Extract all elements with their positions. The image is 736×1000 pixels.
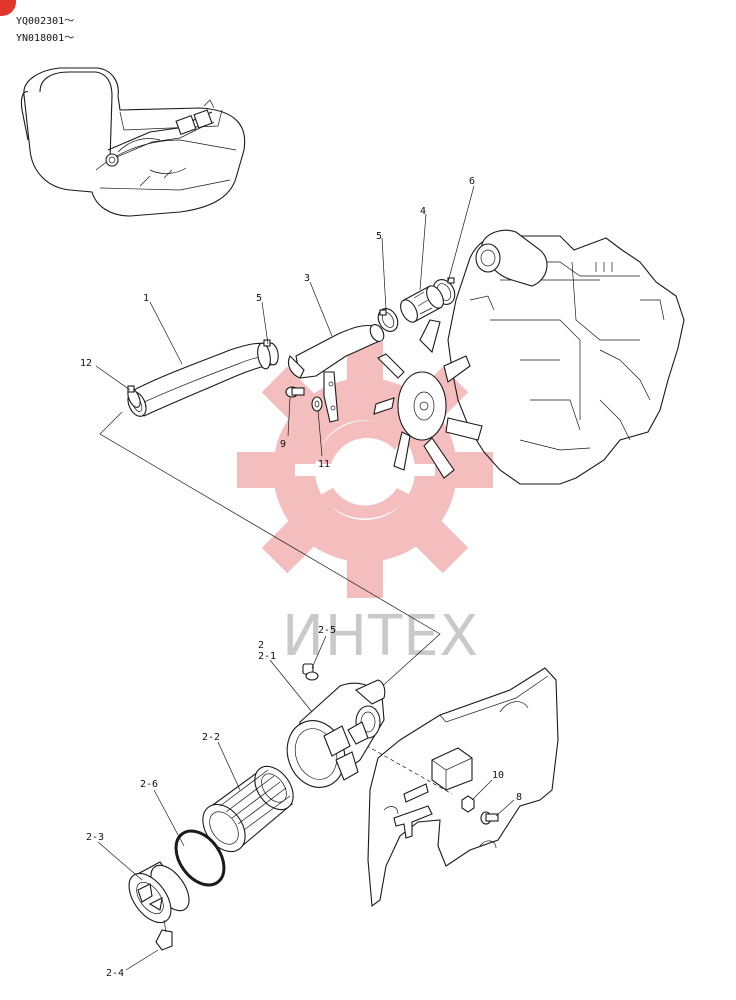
assembly-relation-line (99, 411, 441, 691)
watermark-text: ИНТЕХ (282, 604, 479, 669)
engine-assembly (447, 229, 685, 485)
rubber-hose-4 (400, 285, 444, 323)
callout-2-4: 2-4 (106, 968, 124, 979)
callout-8: 8 (516, 792, 522, 803)
leader-lines (95, 185, 515, 971)
callout-9: 9 (280, 439, 286, 450)
callout-5-lower: 5 (256, 293, 262, 304)
intake-pipe-3 (287, 324, 385, 423)
machine-overview-thumbnail (20, 67, 246, 217)
callout-11: 11 (318, 459, 330, 470)
callout-10: 10 (492, 770, 504, 781)
callout-1: 1 (143, 293, 149, 304)
bolt-8 (480, 811, 499, 825)
hose-clamp-5-upper (377, 308, 399, 332)
callout-6: 6 (469, 176, 475, 187)
callout-5-upper: 5 (376, 231, 382, 242)
hose-clamp-5-lower (257, 339, 271, 370)
washer-11 (311, 396, 323, 412)
cooling-fan (373, 319, 483, 479)
end-cover-2-3 (128, 861, 190, 924)
callout-2-3: 2-3 (86, 832, 104, 843)
nut-10 (461, 795, 475, 813)
serial-range-2: YN018001～ (16, 33, 74, 44)
filter-element-2-2 (202, 765, 294, 853)
plug-2-5 (302, 663, 319, 681)
serial-range-1: YQ002301～ (16, 16, 74, 27)
seal-ring-2-6 (174, 829, 226, 887)
callout-2-2: 2-2 (202, 732, 220, 743)
callout-3: 3 (304, 273, 310, 284)
bolt-9 (285, 386, 305, 398)
corner-badge (0, 0, 16, 16)
callout-12: 12 (80, 358, 92, 369)
callout-4: 4 (420, 206, 426, 217)
mounting-plate (367, 667, 559, 908)
callout-2-1: 2-1 (258, 651, 276, 662)
dust-valve-2-4 (155, 919, 173, 951)
air-cleaner-body-2-1 (286, 679, 386, 788)
callout-2: 2 (258, 640, 264, 651)
intake-hose-1 (127, 342, 279, 417)
callout-2-6: 2-6 (140, 779, 158, 790)
callout-2-5: 2-5 (318, 625, 336, 636)
